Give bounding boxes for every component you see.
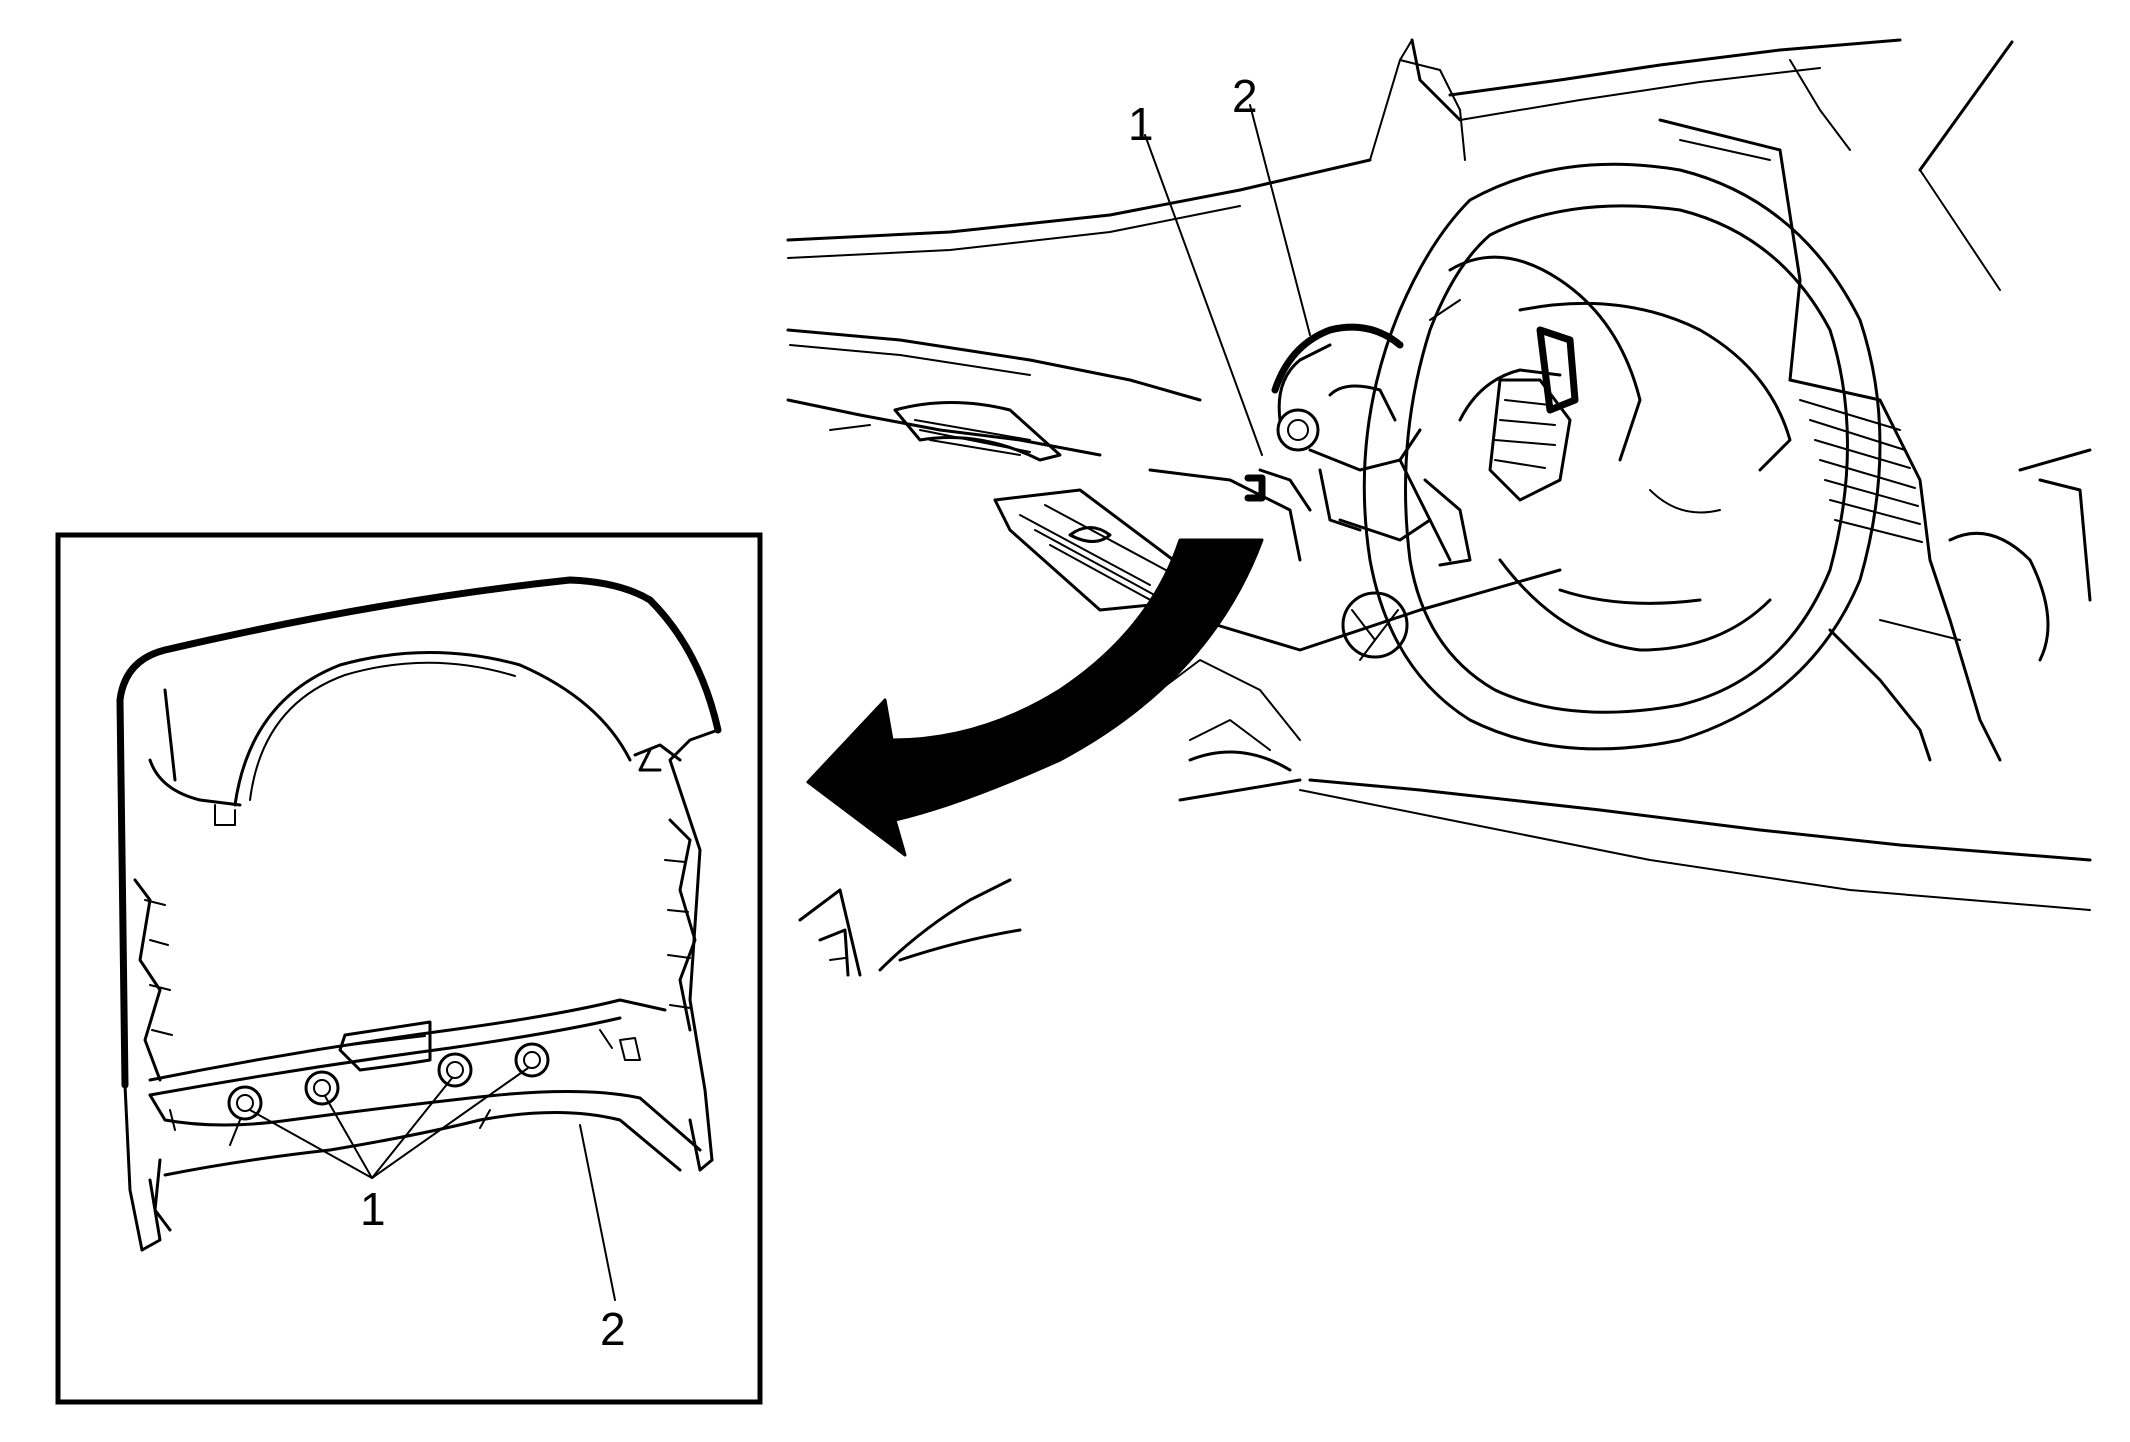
clip-2 bbox=[304, 1070, 340, 1106]
main-callout-2: 2 bbox=[1232, 70, 1258, 122]
main-leaders bbox=[1144, 104, 1311, 456]
upper-air-vent bbox=[893, 401, 1062, 462]
upper-column-cover bbox=[116, 576, 722, 1252]
lower-left-trim bbox=[798, 878, 1022, 977]
inset-leaders bbox=[249, 1067, 616, 1301]
retaining-clips bbox=[227, 1042, 550, 1121]
inset-callout-1: 1 bbox=[360, 1183, 386, 1235]
inset-frame bbox=[55, 532, 763, 1405]
steering-wheel bbox=[1362, 162, 1882, 751]
removal-arrow-icon bbox=[806, 538, 1264, 857]
inset-panel: 1 2 bbox=[55, 532, 763, 1405]
clip-4 bbox=[514, 1042, 550, 1078]
steering-column bbox=[1244, 323, 1472, 567]
dash-screw-boss bbox=[1341, 591, 1409, 661]
inset-callout-2: 2 bbox=[600, 1303, 626, 1355]
dashboard-view bbox=[786, 38, 2092, 977]
main-callout-1: 1 bbox=[1128, 98, 1154, 150]
clip-1 bbox=[227, 1085, 263, 1121]
center-stack bbox=[1658, 118, 2092, 762]
clip-3 bbox=[437, 1052, 473, 1088]
